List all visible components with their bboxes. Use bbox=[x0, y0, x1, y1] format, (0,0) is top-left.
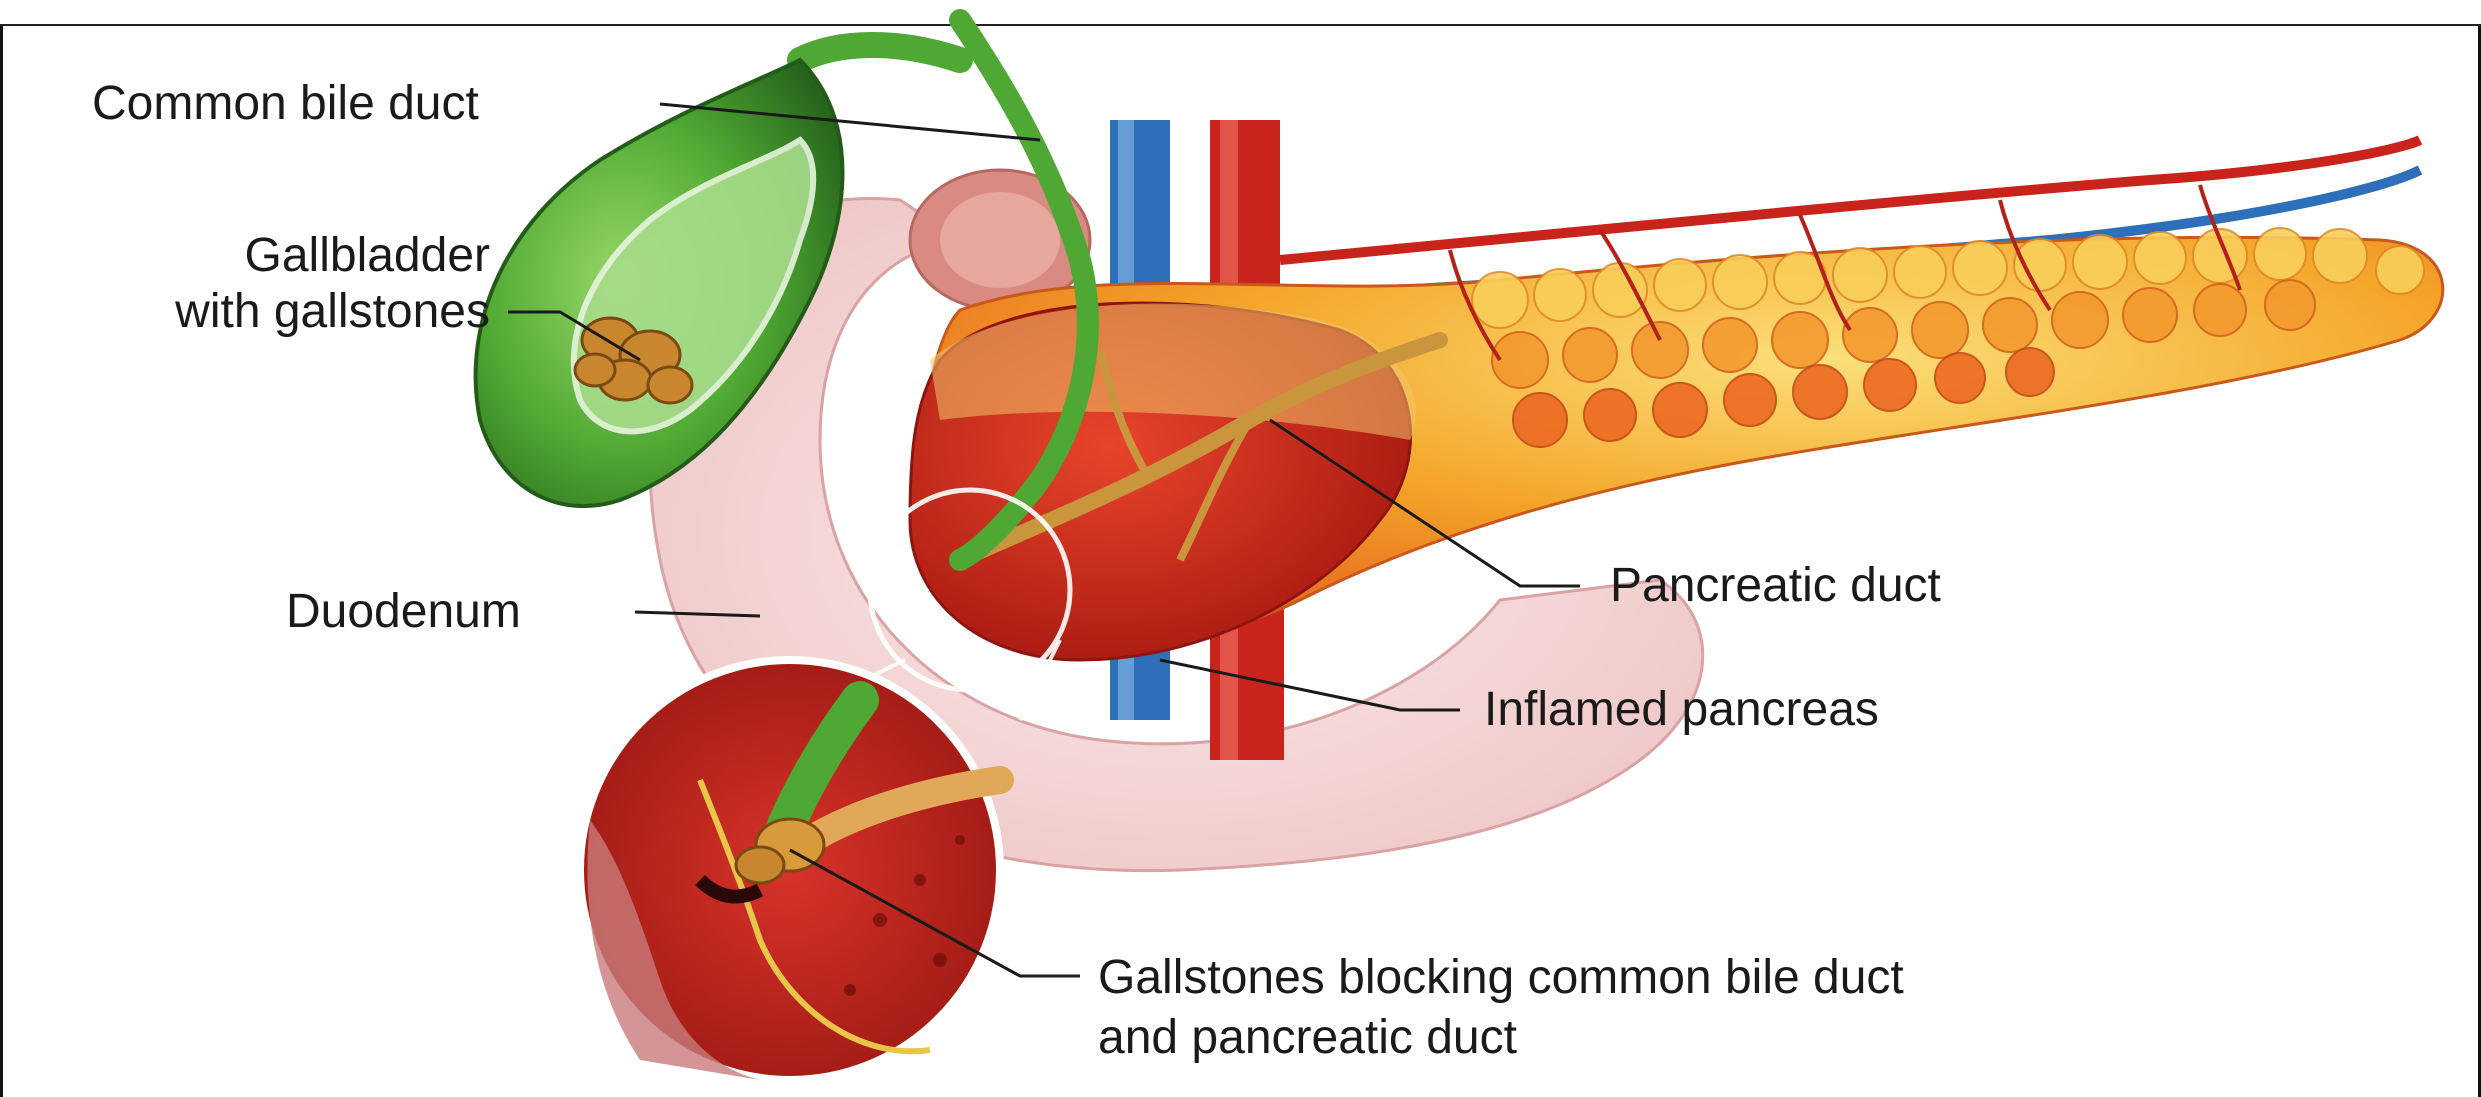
label-gallstones-line1: Gallstones blocking common bile duct bbox=[1098, 950, 1904, 1006]
label-duodenum: Duodenum bbox=[286, 584, 521, 640]
label-pancreatic-duct: Pancreatic duct bbox=[1610, 558, 1941, 614]
label-gallbladder-line2: with gallstones bbox=[20, 284, 490, 340]
label-inflamed-pancreas: Inflamed pancreas bbox=[1484, 682, 1879, 738]
magnified-inset bbox=[580, 660, 1000, 1080]
label-gallbladder-line1: Gallbladder bbox=[120, 228, 490, 284]
label-common-bile-duct: Common bile duct bbox=[92, 76, 479, 132]
label-gallstones-line2: and pancreatic duct bbox=[1098, 1010, 1517, 1066]
